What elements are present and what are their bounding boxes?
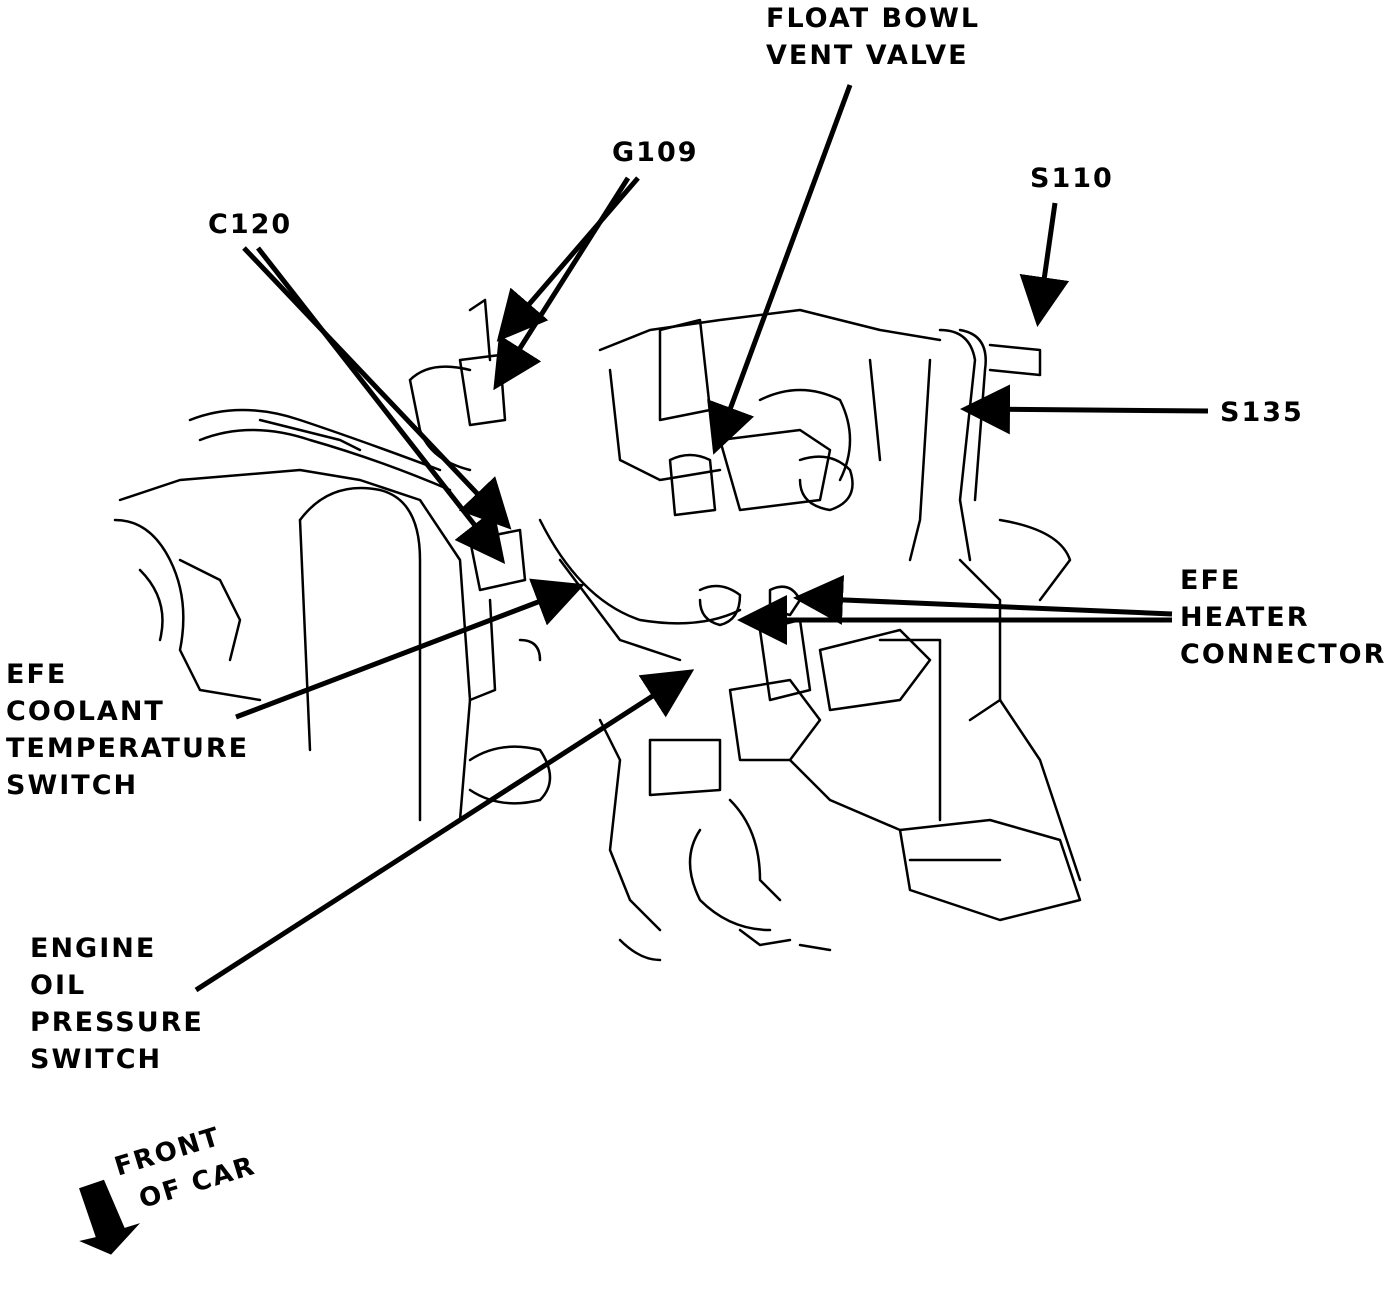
c120-label: C120	[208, 209, 293, 240]
front-of-car-arrow-icon	[79, 1179, 141, 1255]
float-bowl-line-1: FLOAT BOWL	[766, 3, 981, 34]
s110-label: S110	[1030, 163, 1114, 194]
float-bowl-line-2: VENT VALVE	[766, 40, 969, 71]
oil-pressure-arrow	[194, 669, 695, 993]
engine-drawing	[113, 298, 1082, 962]
s135-label: S135	[1220, 397, 1304, 428]
efe-coolant-line-1: EFE	[6, 659, 68, 690]
g109-arrow-2	[493, 176, 631, 391]
oil-pressure-line-1: ENGINE	[30, 933, 157, 964]
efe-coolant-temperature-switch-label: EFE COOLANT TEMPERATURE SWITCH	[6, 656, 249, 804]
efe-coolant-arrow	[235, 578, 585, 720]
c120-arrow-1	[242, 246, 512, 530]
g109-label: G109	[612, 137, 699, 168]
oil-pressure-line-2: OIL	[30, 970, 87, 1001]
oil-pressure-line-3: PRESSURE	[30, 1007, 204, 1038]
efe-heater-line-3: CONNECTOR	[1180, 639, 1387, 670]
efe-heater-connector-label: EFE HEATER CONNECTOR	[1180, 562, 1386, 673]
efe-heater-line-2: HEATER	[1180, 602, 1310, 633]
efe-heater-arrow-1	[793, 574, 1173, 625]
float-bowl-arrow	[707, 84, 853, 455]
engine-oil-pressure-switch-label: ENGINE OIL PRESSURE SWITCH	[30, 930, 204, 1078]
leader-arrows	[194, 84, 1209, 993]
efe-heater-line-1: EFE	[1180, 565, 1242, 596]
float-bowl-vent-valve-label: FLOAT BOWL VENT VALVE	[766, 0, 980, 74]
efe-coolant-line-4: SWITCH	[6, 770, 139, 801]
oil-pressure-line-4: SWITCH	[30, 1044, 163, 1075]
g109-arrow-1	[496, 176, 640, 342]
efe-coolant-line-3: TEMPERATURE	[6, 733, 250, 764]
c120-arrow-2	[256, 246, 506, 564]
s135-arrow	[960, 384, 1209, 435]
s110-arrow	[1019, 202, 1070, 327]
efe-coolant-line-2: COOLANT	[6, 696, 165, 727]
